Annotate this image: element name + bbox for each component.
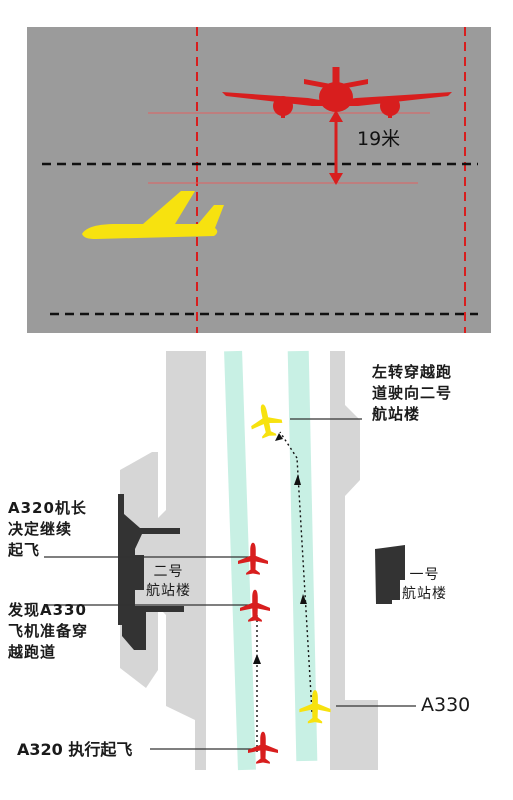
- path-arrow-icon: [253, 433, 307, 664]
- distance-label: 19米: [357, 128, 401, 150]
- yellow-airliner-icon: [82, 191, 224, 239]
- trajectory-lines: [256, 431, 313, 752]
- terminal2-building: [118, 494, 184, 650]
- yellow-turn-annotation: 左转穿越跑 道驶向二号 航站楼: [372, 362, 452, 425]
- terminal1-label: 一号 航站楼: [402, 566, 447, 604]
- distance-arrow-icon: [329, 110, 343, 185]
- terminal1-apron: [330, 351, 378, 770]
- a320-continue-annotation: A320机长 决定继续 起飞: [8, 498, 87, 561]
- annotation-line: A320机长: [8, 499, 87, 517]
- annotation-line: 道驶向二号: [372, 384, 453, 402]
- top-panel: [27, 27, 491, 333]
- terminal2-apron: [152, 351, 206, 770]
- a320-takeoff-label: A320 执行起飞: [17, 740, 133, 759]
- terminal1-building: [375, 545, 405, 604]
- bottom-panel: [44, 350, 416, 771]
- red-airliner-icon: [222, 67, 452, 118]
- terminal2-label-line: 二号: [153, 564, 184, 580]
- annotation-line: 飞机准备穿: [8, 622, 89, 640]
- a330-label: A330: [421, 694, 471, 716]
- annotation-line: 起飞: [8, 541, 41, 559]
- annotation-line: 决定继续: [8, 520, 73, 538]
- annotation-line: 越跑道: [8, 643, 57, 661]
- tarmac-top: [27, 27, 491, 333]
- annotation-line: 左转穿越跑: [372, 363, 453, 381]
- terminal1-label-line: 一号: [409, 567, 440, 583]
- leader-lines: [44, 418, 416, 750]
- terminal2-label-line: 航站楼: [146, 583, 191, 599]
- annotation-line: 航站楼: [372, 405, 421, 423]
- annotation-line: 发现A330: [8, 601, 87, 619]
- found-a330-annotation: 发现A330 飞机准备穿 越跑道: [8, 600, 88, 663]
- terminal1-label-line: 航站楼: [402, 586, 447, 602]
- terminal2-label: 二号 航站楼: [146, 563, 191, 601]
